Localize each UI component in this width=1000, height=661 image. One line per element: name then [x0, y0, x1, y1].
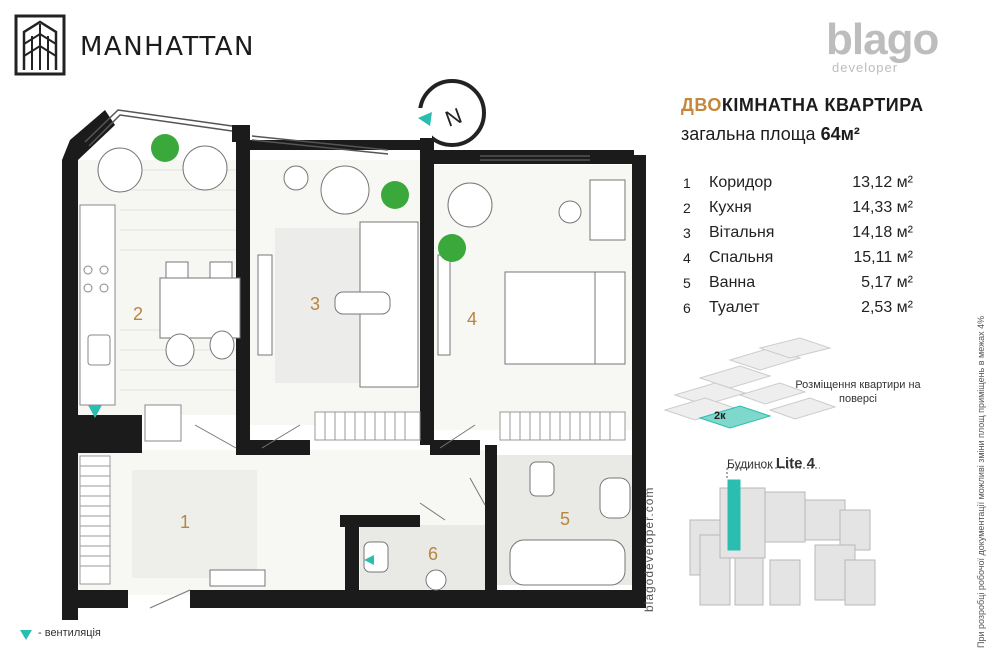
- legend: - вентиляція: [18, 627, 101, 639]
- building-complex: [689, 467, 876, 606]
- windows: [84, 109, 590, 161]
- room-row: 4 Спальня 15,11 м²: [683, 245, 913, 270]
- room-name: Туалет: [709, 298, 760, 316]
- room-name: Коридор: [709, 173, 773, 191]
- floor-placement-map: 2к: [663, 337, 837, 429]
- room-row: 5 Ванна 5,17 м²: [683, 270, 913, 295]
- room-name: Ванна: [709, 273, 756, 291]
- ventilation-markers: [88, 405, 374, 565]
- corridor-rug: [132, 470, 257, 578]
- room-area: 14,33 м²: [852, 198, 913, 216]
- room-area: 5,17 м²: [861, 273, 913, 291]
- living-furniture: [257, 165, 419, 388]
- building-prefix: Будинок: [727, 457, 773, 471]
- plants: [151, 134, 466, 262]
- room-number: 6: [683, 299, 691, 316]
- legend-label: - вентиляція: [38, 627, 101, 639]
- room-area: 2,53 м²: [861, 298, 913, 316]
- wardrobes: [79, 411, 626, 585]
- placement-badge: 2к: [714, 410, 726, 422]
- armchairs: [97, 145, 493, 228]
- plan-room-number: 5: [560, 509, 570, 529]
- room-number: 1: [683, 174, 691, 191]
- room-name: Спальня: [709, 248, 774, 266]
- room-number: 5: [683, 274, 691, 291]
- building-name: Lite 4: [775, 455, 815, 472]
- plan-room-number: 6: [428, 544, 438, 564]
- building-label: Будинок Lite 4: [727, 455, 815, 472]
- placement-label: Розміщення квартири на поверсі: [795, 379, 921, 405]
- room-area: 13,12 м²: [852, 173, 913, 191]
- plan-room-number: 3: [310, 294, 320, 314]
- room-row: 1 Коридор 13,12 м²: [683, 170, 913, 195]
- room-row: 6 Туалет 2,53 м²: [683, 295, 913, 320]
- room-area: 15,11 м²: [853, 248, 913, 266]
- brand-name: MANHATTAN: [80, 32, 256, 62]
- kitchen-counter: [79, 204, 182, 442]
- plan-room-number: 1: [180, 512, 190, 532]
- apartment-title: ДВОКІМНАТНА КВАРТИРА: [681, 95, 924, 116]
- room-number: 2: [683, 199, 691, 216]
- room-number: 3: [683, 224, 691, 241]
- area-label: загальна площа: [681, 124, 816, 144]
- room-area: 14,18 м²: [852, 223, 913, 241]
- compass-icon: N: [408, 79, 486, 147]
- title-rest: КІМНАТНА КВАРТИРА: [721, 95, 924, 115]
- title-accent: ДВО: [681, 95, 722, 115]
- doors: [149, 424, 486, 609]
- plan-room-number: 4: [467, 309, 477, 329]
- developer-logo-sub: developer: [832, 60, 899, 75]
- room-row: 2 Кухня 14,33 м²: [683, 195, 913, 220]
- disclaimer-note: При розробці робочої документації можлив…: [976, 315, 986, 648]
- developer-logo: blago: [826, 15, 939, 64]
- room-list: 1 Коридор 13,12 м² 2 Кухня 14,33 м² 3 Вітальн…: [683, 170, 913, 320]
- room-number: 4: [683, 249, 691, 266]
- website-url: blagodeveloper.com: [642, 486, 656, 612]
- manhattan-logo-icon: [14, 14, 66, 81]
- legend-ventilation-icon: [20, 630, 32, 640]
- apartment-area: загальна площа 64м²: [681, 124, 860, 145]
- area-value: 64м²: [820, 124, 860, 144]
- dining-table: [159, 261, 241, 367]
- room-name: Вітальня: [709, 223, 775, 241]
- bedroom-furniture: [437, 179, 626, 365]
- bathroom-fixtures: [209, 461, 631, 591]
- room-name: Кухня: [709, 198, 752, 216]
- plan-room-number: 2: [133, 304, 143, 324]
- room-row: 3 Вітальня 14,18 м²: [683, 220, 913, 245]
